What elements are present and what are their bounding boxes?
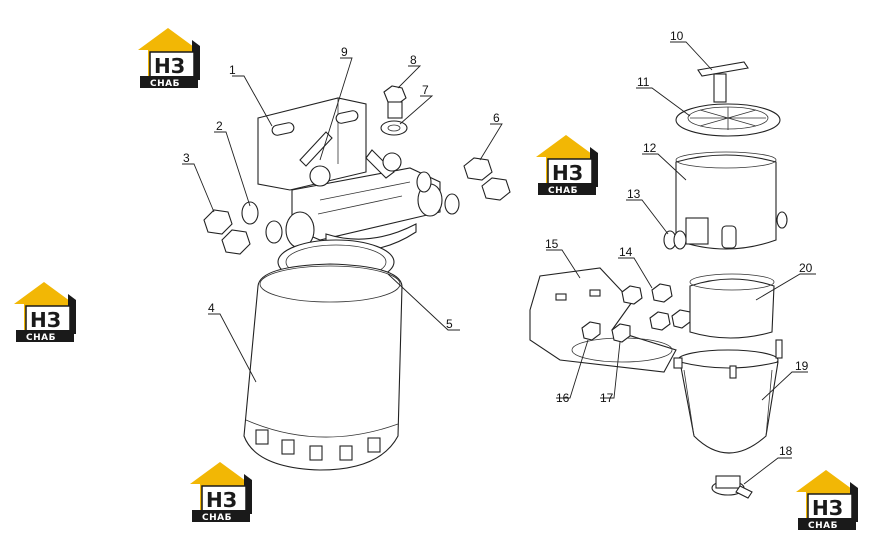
part-t-handle: [697, 61, 749, 103]
callout-8: 8: [397, 53, 422, 89]
logo-bottom-right: НЗ СНАБ: [795, 469, 859, 531]
svg-text:СНАБ: СНАБ: [150, 79, 180, 89]
callout-18: 18: [743, 444, 793, 485]
svg-text:8: 8: [410, 53, 417, 67]
callout-3: 3: [182, 151, 215, 213]
svg-text:13: 13: [627, 187, 641, 201]
part-lid: [675, 103, 781, 137]
part-bolt-14: [621, 283, 691, 331]
callout-6: 6: [479, 111, 503, 161]
callout-4: 4: [208, 301, 257, 383]
part-bolt-9: [299, 131, 402, 187]
part-ring-2: [241, 201, 283, 244]
logo-left: НЗ СНАБ: [13, 281, 77, 343]
callout-15: 15: [545, 237, 581, 279]
callout-14: 14: [618, 245, 653, 289]
logo-middle: НЗ СНАБ: [535, 134, 599, 196]
svg-text:9: 9: [341, 45, 348, 59]
svg-text:1: 1: [229, 63, 236, 77]
part-bolt-8: [383, 85, 407, 119]
callout-16: 16: [556, 339, 589, 405]
part-bracket: [257, 97, 367, 191]
part-washer-7: [380, 120, 408, 136]
svg-text:17: 17: [600, 391, 614, 405]
part-fitting-3: [203, 209, 251, 255]
svg-text:7: 7: [422, 83, 429, 97]
svg-text:6: 6: [493, 111, 500, 125]
part-filter-element-20: [689, 273, 775, 339]
svg-text:СНАБ: СНАБ: [548, 186, 578, 196]
svg-text:15: 15: [545, 237, 559, 251]
svg-text:НЗ: НЗ: [30, 308, 61, 332]
part-filter-cartridge: [243, 263, 403, 471]
callout-12: 12: [642, 141, 687, 181]
part-bowl-19: [673, 339, 783, 454]
callout-10: 10: [670, 29, 713, 71]
part-fitting-6: [416, 157, 511, 215]
svg-text:НЗ: НЗ: [552, 161, 583, 185]
svg-text:5: 5: [446, 317, 453, 331]
svg-text:14: 14: [619, 245, 633, 259]
svg-text:НЗ: НЗ: [154, 54, 185, 78]
callout-19: 19: [761, 359, 809, 401]
svg-text:СНАБ: СНАБ: [202, 513, 232, 523]
logo-top-left: НЗ СНАБ: [137, 27, 201, 89]
callout-5: 5: [387, 273, 460, 331]
callout-13: 13: [626, 187, 669, 235]
part-housing-12: [675, 151, 777, 250]
part-drain-plug-18: [711, 475, 753, 499]
callout-7: 7: [399, 83, 434, 125]
part-bolt-17: [611, 323, 631, 343]
svg-text:СНАБ: СНАБ: [26, 333, 56, 343]
svg-text:3: 3: [183, 151, 190, 165]
svg-text:16: 16: [556, 391, 570, 405]
svg-text:20: 20: [799, 261, 813, 275]
part-ring-13: [663, 211, 788, 250]
svg-text:11: 11: [637, 75, 650, 89]
callout-1: 1: [229, 63, 273, 127]
svg-text:2: 2: [216, 119, 223, 133]
callout-11: 11: [636, 75, 691, 117]
callout-2: 2: [214, 119, 251, 207]
svg-text:10: 10: [670, 29, 684, 43]
svg-text:СНАБ: СНАБ: [808, 521, 838, 531]
svg-text:18: 18: [779, 444, 793, 458]
part-bolt-16: [581, 321, 601, 341]
svg-text:12: 12: [643, 141, 657, 155]
callout-17: 17: [600, 341, 621, 405]
svg-text:НЗ: НЗ: [812, 496, 843, 520]
logo-bottom-left: НЗ СНАБ: [189, 461, 253, 523]
svg-text:НЗ: НЗ: [206, 488, 237, 512]
callout-20: 20: [755, 261, 816, 301]
callout-9: 9: [319, 45, 353, 161]
svg-text:4: 4: [208, 301, 215, 315]
svg-text:19: 19: [795, 359, 809, 373]
